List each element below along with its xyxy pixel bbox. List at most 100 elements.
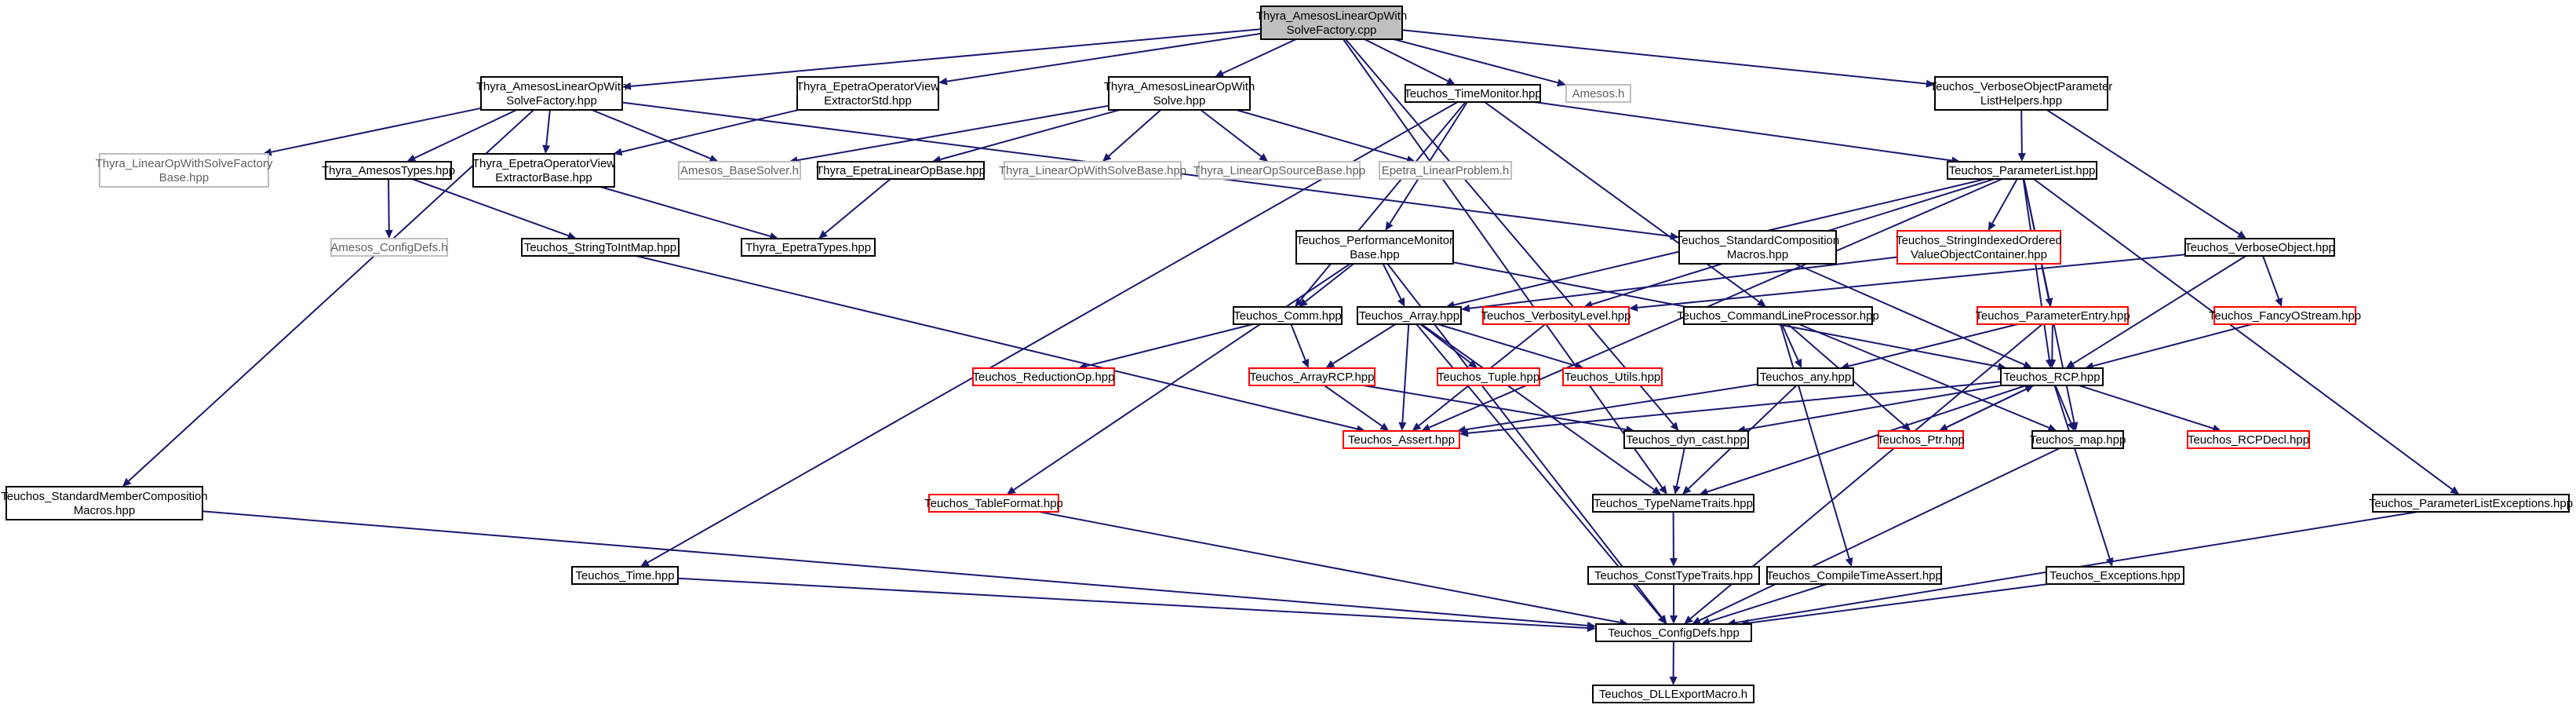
node-epetralinproblem[interactable]: Epetra_LinearProblem.h bbox=[1379, 161, 1512, 180]
node-box[interactable] bbox=[1683, 306, 1873, 325]
node-box[interactable] bbox=[1587, 566, 1760, 585]
node-parameterentry[interactable]: Teuchos_ParameterEntry.hpp bbox=[1975, 306, 2130, 325]
node-linopsourcebase[interactable]: Thyra_LinearOpSourceBase.hpp bbox=[1193, 161, 1365, 180]
node-exceptions[interactable]: Teuchos_Exceptions.hpp bbox=[2046, 566, 2184, 585]
node-tuple[interactable]: Teuchos_Tuple.hpp bbox=[1437, 367, 1540, 386]
node-box[interactable] bbox=[1595, 623, 1752, 642]
node-epetratypes[interactable]: Thyra_EpetraTypes.hpp bbox=[741, 238, 876, 257]
node-cmdlineprocessor[interactable]: Teuchos_CommandLineProcessor.hpp bbox=[1677, 306, 1879, 325]
node-any[interactable]: Teuchos_any.hpp bbox=[1757, 367, 1854, 386]
node-box[interactable] bbox=[678, 161, 801, 180]
node-box[interactable] bbox=[1623, 430, 1749, 449]
node-comm[interactable]: Teuchos_Comm.hpp bbox=[1233, 306, 1343, 325]
node-box[interactable] bbox=[1295, 230, 1454, 265]
node-box[interactable] bbox=[1766, 566, 1942, 585]
node-box[interactable] bbox=[480, 76, 623, 111]
node-compiletimeassert[interactable]: Teuchos_CompileTimeAssert.hpp bbox=[1766, 566, 1942, 585]
node-box[interactable] bbox=[796, 76, 939, 111]
node-box[interactable] bbox=[1562, 367, 1663, 386]
node-amesosh[interactable]: Amesos.h bbox=[1565, 84, 1631, 103]
node-box[interactable] bbox=[1565, 84, 1631, 103]
node-stringtointmap[interactable]: Teuchos_StringToIntMap.hpp bbox=[521, 238, 680, 257]
node-configdefs[interactable]: Teuchos_ConfigDefs.hpp bbox=[1595, 623, 1752, 642]
node-box[interactable] bbox=[5, 486, 203, 520]
node-box[interactable] bbox=[1592, 494, 1754, 513]
node-box[interactable] bbox=[1977, 306, 2129, 325]
node-box[interactable] bbox=[1004, 161, 1182, 180]
node-box[interactable] bbox=[928, 494, 1059, 513]
node-amesostypes[interactable]: Thyra_AmesosTypes.hpp bbox=[322, 161, 455, 180]
node-map[interactable]: Teuchos_map.hpp bbox=[2030, 430, 2126, 449]
node-box[interactable] bbox=[2031, 430, 2124, 449]
node-amesosbasesolver[interactable]: Amesos_BaseSolver.h bbox=[678, 161, 801, 180]
node-box[interactable] bbox=[1379, 161, 1512, 180]
node-linopwithsolvebase[interactable]: Thyra_LinearOpWithSolveBase.hpp bbox=[999, 161, 1186, 180]
node-consttypetraits[interactable]: Teuchos_ConstTypeTraits.hpp bbox=[1587, 566, 1760, 585]
node-timemonitor[interactable]: Teuchos_TimeMonitor.hpp bbox=[1404, 84, 1542, 103]
node-box[interactable] bbox=[1405, 84, 1541, 103]
node-box[interactable] bbox=[1198, 161, 1361, 180]
node-box[interactable] bbox=[330, 238, 448, 257]
node-box[interactable] bbox=[2000, 367, 2104, 386]
node-dllexport[interactable]: Teuchos_DLLExportMacro.h bbox=[1592, 685, 1754, 703]
node-typenametraits[interactable]: Teuchos_TypeNameTraits.hpp bbox=[1592, 494, 1754, 513]
node-box[interactable] bbox=[1343, 430, 1460, 449]
node-box[interactable] bbox=[571, 566, 679, 585]
node-utils[interactable]: Teuchos_Utils.hpp bbox=[1562, 367, 1663, 386]
node-verboseobjparam[interactable]: Teuchos_VerboseObjectParameterListHelper… bbox=[1930, 76, 2113, 111]
node-box[interactable] bbox=[99, 153, 269, 188]
node-verboseobject[interactable]: Teuchos_VerboseObject.hpp bbox=[2184, 238, 2335, 257]
node-box[interactable] bbox=[1248, 367, 1375, 386]
node-rcpdecl[interactable]: Teuchos_RCPDecl.hpp bbox=[2187, 430, 2310, 449]
node-box[interactable] bbox=[472, 153, 615, 188]
node-box[interactable] bbox=[741, 238, 876, 257]
node-box[interactable] bbox=[1108, 76, 1251, 111]
node-box[interactable] bbox=[1896, 230, 2061, 265]
node-arrayrcp[interactable]: Teuchos_ArrayRCP.hpp bbox=[1248, 367, 1375, 386]
node-box[interactable] bbox=[2187, 430, 2310, 449]
node-ptr[interactable]: Teuchos_Ptr.hpp bbox=[1877, 430, 1965, 449]
node-time[interactable]: Teuchos_Time.hpp bbox=[571, 566, 679, 585]
node-reductionop[interactable]: Teuchos_ReductionOp.hpp bbox=[972, 367, 1115, 386]
node-dyncast[interactable]: Teuchos_dyn_cast.hpp bbox=[1623, 430, 1749, 449]
node-box[interactable] bbox=[521, 238, 680, 257]
node-box[interactable] bbox=[972, 367, 1115, 386]
node-stringindexed[interactable]: Teuchos_StringIndexedOrderedValueObjectC… bbox=[1896, 230, 2062, 265]
node-box[interactable] bbox=[2046, 566, 2184, 585]
node-box[interactable] bbox=[1878, 430, 1964, 449]
node-array[interactable]: Teuchos_Array.hpp bbox=[1357, 306, 1462, 325]
node-box[interactable] bbox=[1947, 161, 2097, 180]
node-box[interactable] bbox=[1757, 367, 1854, 386]
node-box[interactable] bbox=[1357, 306, 1462, 325]
node-epetraopviewextbase[interactable]: Thyra_EpetraOperatorViewExtractorBase.hp… bbox=[472, 153, 615, 188]
node-box[interactable] bbox=[1437, 367, 1540, 386]
node-box[interactable] bbox=[2372, 494, 2570, 513]
node-verbositylevel[interactable]: Teuchos_VerbosityLevel.hpp bbox=[1481, 306, 1631, 325]
node-amesosconfigdefs[interactable]: Amesos_ConfigDefs.h bbox=[330, 238, 448, 257]
node-box[interactable] bbox=[1260, 5, 1403, 40]
node-box[interactable] bbox=[1482, 306, 1630, 325]
node-parameterlist[interactable]: Teuchos_ParameterList.hpp bbox=[1947, 161, 2097, 180]
node-box[interactable] bbox=[1233, 306, 1343, 325]
node-epetralinopbase[interactable]: Thyra_EpetraLinearOpBase.hpp bbox=[816, 161, 986, 180]
node-stdmembercomp[interactable]: Teuchos_StandardMemberCompositionMacros.… bbox=[1, 486, 208, 520]
node-tableformat[interactable]: Teuchos_TableFormat.hpp bbox=[924, 494, 1063, 513]
node-box[interactable] bbox=[1592, 685, 1754, 703]
node-box[interactable] bbox=[2184, 238, 2335, 257]
node-fancyostream[interactable]: Teuchos_FancyOStream.hpp bbox=[2209, 306, 2361, 325]
node-box[interactable] bbox=[817, 161, 985, 180]
node-assert[interactable]: Teuchos_Assert.hpp bbox=[1343, 430, 1460, 449]
node-rcp[interactable]: Teuchos_RCP.hpp bbox=[2000, 367, 2104, 386]
node-box[interactable] bbox=[1678, 230, 1837, 265]
node-box[interactable] bbox=[1934, 76, 2108, 111]
node-paramlistexceptions[interactable]: Teuchos_ParameterListExceptions.hpp bbox=[2369, 494, 2573, 513]
node-box[interactable] bbox=[325, 161, 452, 180]
node-box[interactable] bbox=[2213, 306, 2356, 325]
